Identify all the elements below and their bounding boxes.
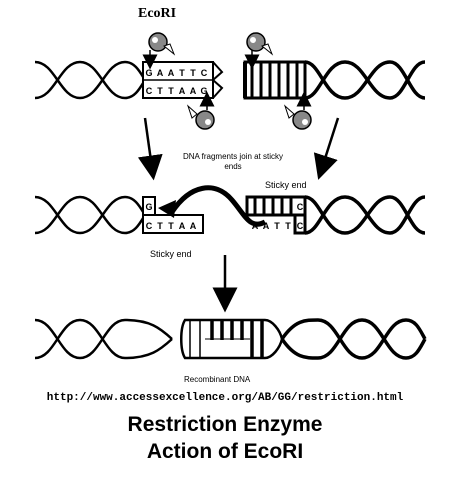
base-letter: T [157,86,163,96]
ecori-enzyme-icon [244,32,274,70]
middle-right-bases: C A A T T C [252,202,304,231]
base-letter: C [297,221,304,231]
ecori-enzyme-icon [283,91,312,130]
base-letter: T [168,86,174,96]
arrow-down-left [137,117,163,181]
recombinant-center [180,318,284,360]
join-caption: DNA fragments join at sticky ends [182,152,284,171]
recombinant-left-helix [34,318,173,360]
base-letter: A [190,86,197,96]
title-line-1: Restriction Enzyme [127,413,323,436]
top-left-bases: G A A T T C C T T A A G [145,68,207,96]
middle-left-bases: G C T T A A [145,202,196,231]
base-letter: T [168,221,174,231]
middle-right-fragment [245,195,426,235]
base-letter: C [146,221,153,231]
middle-left-sticky-end [142,196,204,234]
base-letter: A [157,68,164,78]
source-url: http://www.accessexcellence.org/AB/GG/re… [46,392,404,404]
enzyme-label: EcoRI [138,6,177,21]
base-letter: T [190,68,196,78]
top-right-fragment [243,60,426,100]
sticky-end-label-right: Sticky end [265,180,307,190]
base-letter: C [297,202,304,212]
base-letter: T [285,221,291,231]
base-letter: A [190,221,197,231]
top-left-helix [34,60,147,100]
base-letter: A [252,221,259,231]
recombinant-right-helix [280,318,427,360]
base-letter: T [179,68,185,78]
joining-strand [169,185,267,227]
ecori-enzyme-icon [142,32,176,70]
recombinant-label: Recombinant DNA [184,375,251,384]
base-letter: G [145,202,152,212]
base-letter: T [157,221,163,231]
base-letter: A [168,68,175,78]
base-letter: G [145,68,152,78]
sticky-end-label-left: Sticky end [150,249,192,259]
joining-arrowhead [158,200,176,218]
arrow-down-right [313,117,340,180]
middle-left-helix [34,195,147,235]
ecori-enzyme-icon [186,91,215,130]
title-line-2: Action of EcoRI [146,440,304,463]
base-letter: A [179,221,186,231]
base-letter: A [263,221,270,231]
base-letter: C [201,68,208,78]
base-letter: A [179,86,186,96]
base-letter: C [146,86,153,96]
base-letter: G [200,86,207,96]
base-letter: T [274,221,280,231]
